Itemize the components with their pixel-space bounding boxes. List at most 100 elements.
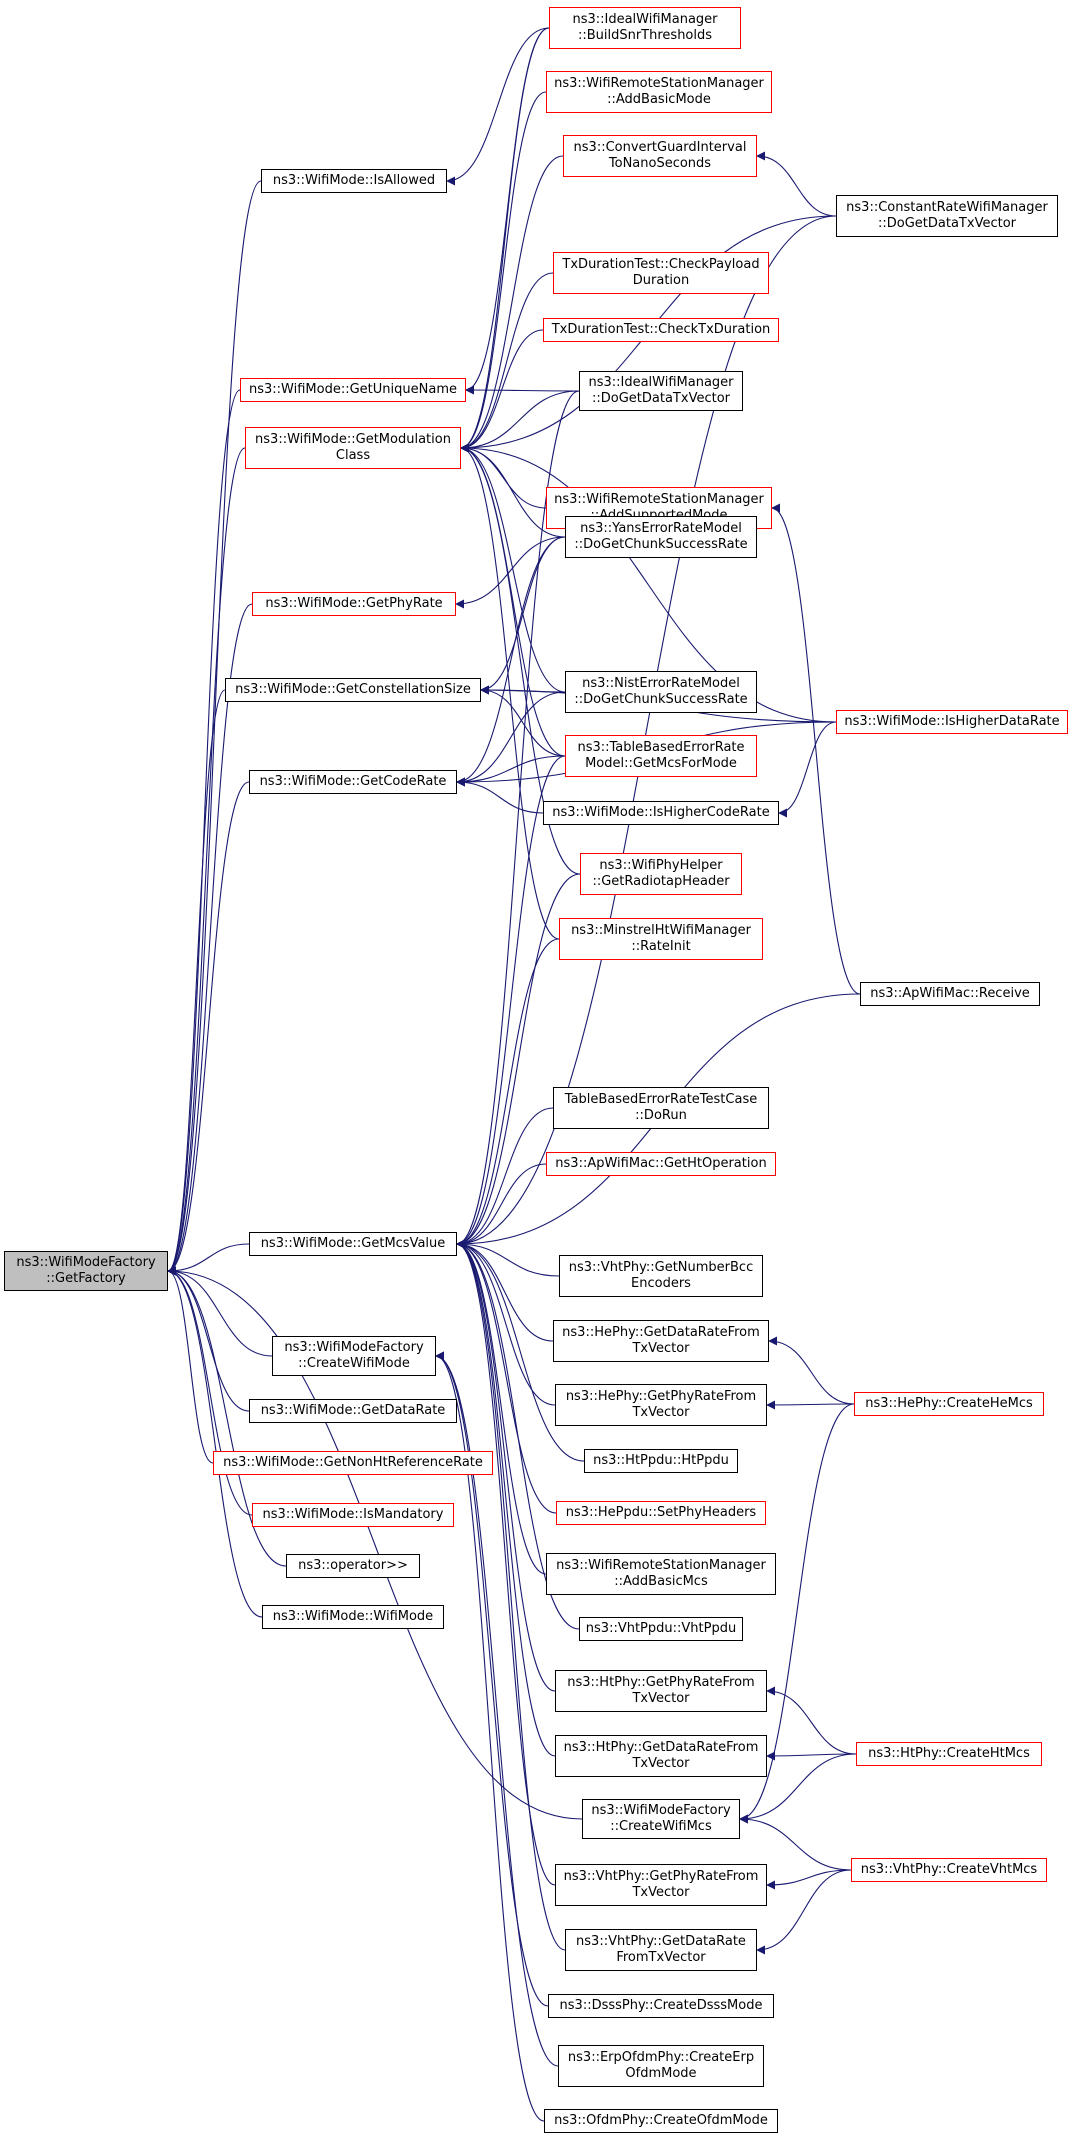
node-vht-phy-rate[interactable]: ns3::VhtPhy::GetPhyRateFrom TxVector <box>555 1864 767 1906</box>
node-he-data-rate[interactable]: ns3::HePhy::GetDataRateFrom TxVector <box>553 1320 769 1362</box>
edge-getConstSize-from-tableGetMcs <box>480 685 566 757</box>
edge-root-from-getCodeRate <box>167 781 250 1276</box>
node-is-mandatory[interactable]: ns3::WifiMode::IsMandatory <box>252 1503 454 1527</box>
edge-getMcsValue-from-vhtPpdu <box>456 1239 580 1630</box>
node-vht-data-rate[interactable]: ns3::VhtPhy::GetDataRate FromTxVector <box>565 1929 757 1971</box>
node-dsss[interactable]: ns3::DsssPhy::CreateDsssMode <box>548 1994 774 2018</box>
node-create-wifi-mcs[interactable]: ns3::WifiModeFactory ::CreateWifiMcs <box>582 1799 740 1839</box>
edge-getMcsValue-from-htPpdu <box>456 1239 585 1462</box>
node-ht-create-mcs[interactable]: ns3::HtPhy::CreateHtMcs <box>856 1742 1042 1766</box>
edge-htPhyRate-from-htCreateMcs <box>766 1686 857 1755</box>
node-ht-ppdu[interactable]: ns3::HtPpdu::HtPpdu <box>584 1449 738 1473</box>
node-get-phy-rate[interactable]: ns3::WifiMode::GetPhyRate <box>252 592 456 616</box>
edge-isAllowed-from-buildSnr <box>446 27 550 186</box>
edge-createWifiMode-from-erpOfdm <box>435 1351 559 2067</box>
node-is-higher-code[interactable]: ns3::WifiMode::IsHigherCodeRate <box>543 801 779 825</box>
node-nist-chunk[interactable]: ns3::NistErrorRateModel ::DoGetChunkSucc… <box>565 671 757 713</box>
node-minstrel-init[interactable]: ns3::MinstrelHtWifiManager ::RateInit <box>559 918 763 960</box>
edge-heDataRate-from-heCreateMcs <box>768 1336 855 1405</box>
node-const-rate-do-get[interactable]: ns3::ConstantRateWifiManager ::DoGetData… <box>836 195 1058 237</box>
edge-createWifiMcs-from-heCreateMcs <box>739 1403 855 1824</box>
node-he-create-mcs[interactable]: ns3::HePhy::CreateHeMcs <box>854 1392 1044 1416</box>
edge-getModClass-from-minstrelInit <box>460 443 560 940</box>
node-create-wifi-mode[interactable]: ns3::WifiModeFactory ::CreateWifiMode <box>272 1336 436 1376</box>
edge-getMcsValue-from-tableGetMcs <box>456 755 566 1249</box>
edge-root-from-getPhyRate <box>167 603 253 1276</box>
node-convert-guard[interactable]: ns3::ConvertGuardInterval ToNanoSeconds <box>563 135 757 177</box>
edge-createWifiMcs-from-vhtCreateMcs <box>739 1814 852 1871</box>
edge-getMcsValue-from-idealDoGet <box>456 390 580 1249</box>
node-vht-bcc[interactable]: ns3::VhtPhy::GetNumberBcc Encoders <box>559 1255 763 1297</box>
node-get-mcs-value[interactable]: ns3::WifiMode::GetMcsValue <box>249 1232 457 1256</box>
edge-getMcsValue-from-htDataRate <box>456 1239 556 1757</box>
node-ofdm[interactable]: ns3::OfdmPhy::CreateOfdmMode <box>544 2109 778 2133</box>
node-ap-ht-op[interactable]: ns3::ApWifiMac::GetHtOperation <box>546 1152 776 1176</box>
node-yans-chunk[interactable]: ns3::YansErrorRateModel ::DoGetChunkSucc… <box>565 516 757 558</box>
node-ht-data-rate[interactable]: ns3::HtPhy::GetDataRateFrom TxVector <box>555 1735 767 1777</box>
edge-getMcsValue-from-heDataRate <box>456 1239 554 1342</box>
node-table-do-run[interactable]: TableBasedErrorRateTestCase ::DoRun <box>553 1087 769 1129</box>
node-get-non-ht[interactable]: ns3::WifiMode::GetNonHtReferenceRate <box>213 1451 493 1475</box>
edge-getModClass-from-radiotap <box>460 443 581 875</box>
node-get-unique-name[interactable]: ns3::WifiMode::GetUniqueName <box>240 378 466 402</box>
edge-getModClass-from-isHigherData <box>460 443 837 723</box>
edge-getModClass-from-convertGuard <box>460 155 564 453</box>
node-check-tx-dur[interactable]: TxDurationTest::CheckTxDuration <box>543 318 779 342</box>
edge-getMcsValue-from-vhtDataRate <box>456 1239 566 1951</box>
node-get-data-rate[interactable]: ns3::WifiMode::GetDataRate <box>249 1399 457 1423</box>
edge-getModClass-from-checkPayload <box>460 272 554 453</box>
edge-htDataRate-from-htCreateMcs <box>766 1751 857 1761</box>
edge-getMcsValue-from-addBasicMcs <box>456 1239 547 1575</box>
node-he-phy-rate[interactable]: ns3::HePhy::GetPhyRateFrom TxVector <box>555 1384 767 1426</box>
edge-getMcsValue-from-heSetPhy <box>456 1239 557 1514</box>
edge-root-from-createWifiMode <box>167 1266 273 1357</box>
edge-root-from-getDataRate <box>167 1266 250 1412</box>
edge-createWifiMode-from-dsss <box>435 1351 549 2007</box>
node-ht-phy-rate[interactable]: ns3::HtPhy::GetPhyRateFrom TxVector <box>555 1670 767 1712</box>
node-ideal-do-get[interactable]: ns3::IdealWifiManager ::DoGetDataTxVecto… <box>579 371 743 411</box>
edge-getUniqueName-from-idealDoGet <box>465 385 580 395</box>
node-erp-ofdm[interactable]: ns3::ErpOfdmPhy::CreateErp OfdmMode <box>558 2045 764 2087</box>
node-wifi-mode-ctor[interactable]: ns3::WifiMode::WifiMode <box>262 1605 444 1629</box>
node-vht-create-mcs[interactable]: ns3::VhtPhy::CreateVhtMcs <box>851 1858 1047 1882</box>
edge-getMcsValue-from-hePhyRate <box>456 1239 556 1406</box>
node-root[interactable]: ns3::WifiModeFactory ::GetFactory <box>4 1251 168 1291</box>
edge-getModClass-from-idealDoGet <box>460 390 580 453</box>
edge-getUniqueName-from-buildSnr <box>465 27 550 395</box>
node-get-code-rate[interactable]: ns3::WifiMode::GetCodeRate <box>249 770 457 794</box>
edge-isHigherCode-from-isHigherData <box>778 721 837 818</box>
edge-getCodeRate-from-isHigherCode <box>456 777 544 814</box>
edge-getMcsValue-from-radiotap <box>456 873 581 1249</box>
edge-getCodeRate-from-tableGetMcs <box>456 755 566 787</box>
edge-addSupported-from-apReceive <box>771 503 861 995</box>
edge-root-from-getModClass <box>167 447 246 1276</box>
node-get-mod-class[interactable]: ns3::WifiMode::GetModulation Class <box>245 427 461 469</box>
node-he-set-phy[interactable]: ns3::HePpdu::SetPhyHeaders <box>556 1501 766 1525</box>
node-is-allowed[interactable]: ns3::WifiMode::IsAllowed <box>261 169 447 193</box>
node-check-payload[interactable]: TxDurationTest::CheckPayload Duration <box>553 252 769 294</box>
edge-getConstSize-from-yansChunk <box>480 536 566 695</box>
node-vht-ppdu[interactable]: ns3::VhtPpdu::VhtPpdu <box>579 1617 743 1641</box>
edge-root-from-getUniqueName <box>167 389 241 1276</box>
edge-getModClass-from-checkTxDur <box>460 329 544 453</box>
node-ap-receive[interactable]: ns3::ApWifiMac::Receive <box>860 982 1040 1006</box>
edge-getMcsValue-from-vhtPhyRate <box>456 1239 556 1886</box>
edge-root-from-wifiModeCtor <box>167 1266 263 1618</box>
edge-getMcsValue-from-minstrelInit <box>456 938 560 1249</box>
node-add-basic-mode[interactable]: ns3::WifiRemoteStationManager ::AddBasic… <box>546 71 772 113</box>
edge-getMcsValue-from-tableDoRun <box>456 1107 554 1249</box>
node-is-higher-data[interactable]: ns3::WifiMode::IsHigherDataRate <box>836 710 1068 734</box>
node-get-const-size[interactable]: ns3::WifiMode::GetConstellationSize <box>225 678 481 702</box>
edge-getModClass-from-nistChunk <box>460 443 566 693</box>
node-operator-r-r[interactable]: ns3::operator>> <box>286 1554 420 1578</box>
node-table-get-mcs[interactable]: ns3::TableBasedErrorRate Model::GetMcsFo… <box>565 735 757 777</box>
edge-getPhyRate-from-yansChunk <box>455 536 566 609</box>
edge-getModClass-from-addBasicMode <box>460 91 547 453</box>
edge-hePhyRate-from-heCreateMcs <box>766 1400 855 1410</box>
node-build-snr[interactable]: ns3::IdealWifiManager ::BuildSnrThreshol… <box>549 7 741 49</box>
node-add-basic-mcs[interactable]: ns3::WifiRemoteStationManager ::AddBasic… <box>546 1553 776 1595</box>
node-radiotap[interactable]: ns3::WifiPhyHelper ::GetRadiotapHeader <box>580 853 742 895</box>
edge-vhtDataRate-from-vhtCreateMcs <box>756 1869 852 1955</box>
